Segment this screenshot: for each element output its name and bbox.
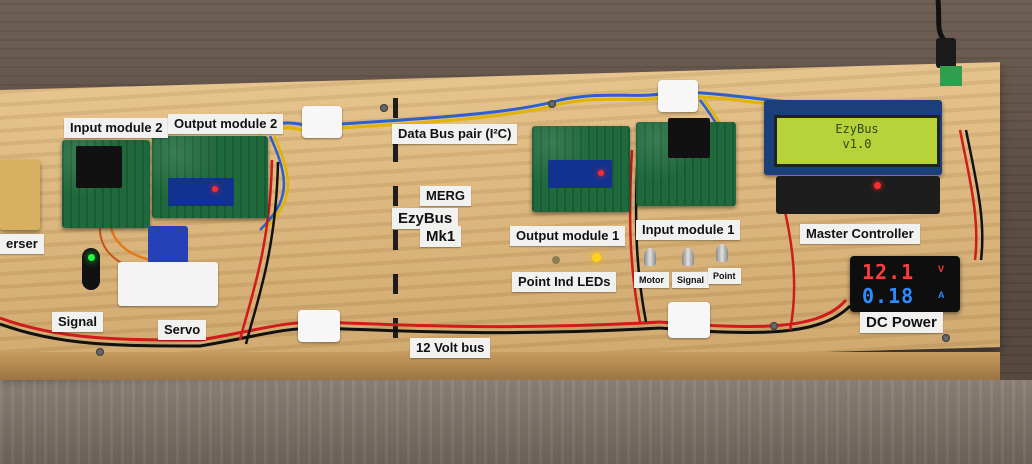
amp-unit: A xyxy=(938,290,945,300)
volt-unit: V xyxy=(938,264,945,274)
label-data-bus: Data Bus pair (I²C) xyxy=(392,124,518,144)
label-reverser: erser xyxy=(0,234,44,254)
label-point: Point xyxy=(708,268,741,284)
label-ezybus: EzyBus xyxy=(392,208,459,229)
screw xyxy=(548,100,556,108)
power-jack-icon xyxy=(935,0,962,86)
signal-green-led-icon xyxy=(88,254,95,261)
lcd-line-1: EzyBus xyxy=(835,122,879,136)
wood-floor xyxy=(0,380,1032,464)
label-12-volt-bus: 12 Volt bus xyxy=(410,338,491,358)
reverser-board xyxy=(0,160,40,230)
dc-power-meter xyxy=(850,256,960,312)
signal-toggle-switch[interactable] xyxy=(682,248,694,266)
center-divider xyxy=(393,98,398,360)
screw xyxy=(942,334,950,342)
input-module-2-chip xyxy=(76,146,122,188)
label-input-module-2: Input module 2 xyxy=(64,118,169,138)
board-edge xyxy=(0,352,1000,380)
data-bus-connector-left xyxy=(302,106,342,138)
current-readout: 0.18 xyxy=(862,284,915,308)
label-servo: Servo xyxy=(158,320,207,340)
screw xyxy=(770,322,778,330)
power-bus-connector-left xyxy=(298,310,340,342)
label-mk1: Mk1 xyxy=(420,226,462,247)
lcd-display: EzyBus v1.0 xyxy=(774,115,940,167)
output-module-2-nano xyxy=(168,178,234,206)
point-led-icon xyxy=(592,253,601,262)
label-merg: MERG xyxy=(420,186,471,206)
status-led-icon xyxy=(874,182,881,189)
data-bus-connector-right xyxy=(658,80,698,112)
signal-icon xyxy=(82,248,100,290)
input-module-1-chip xyxy=(668,118,710,158)
label-point-ind-leds: Point Ind LEDs xyxy=(512,272,617,292)
voltage-readout: 12.1 xyxy=(862,260,915,284)
label-dc-power: DC Power xyxy=(860,312,943,333)
output-module-1-board xyxy=(532,126,630,212)
keypad xyxy=(776,176,940,214)
label-master-controller: Master Controller xyxy=(800,224,920,244)
power-bus-connector-right xyxy=(668,302,710,338)
screw xyxy=(380,104,388,112)
input-module-1-board xyxy=(636,122,736,206)
status-led-icon xyxy=(212,186,218,192)
label-output-module-2: Output module 2 xyxy=(168,114,284,134)
motor-toggle-switch[interactable] xyxy=(644,248,656,266)
label-output-module-1: Output module 1 xyxy=(510,226,626,246)
label-input-module-1: Input module 1 xyxy=(636,220,741,240)
lcd-line-2: v1.0 xyxy=(842,137,872,151)
label-signal-switch: Signal xyxy=(672,272,710,288)
point-toggle-switch[interactable] xyxy=(716,244,728,262)
screw xyxy=(96,348,104,356)
status-led-icon xyxy=(598,170,604,176)
label-motor: Motor xyxy=(634,272,669,288)
point-led-icon xyxy=(552,256,560,264)
label-signal: Signal xyxy=(52,312,104,332)
servo-bracket xyxy=(118,262,218,306)
